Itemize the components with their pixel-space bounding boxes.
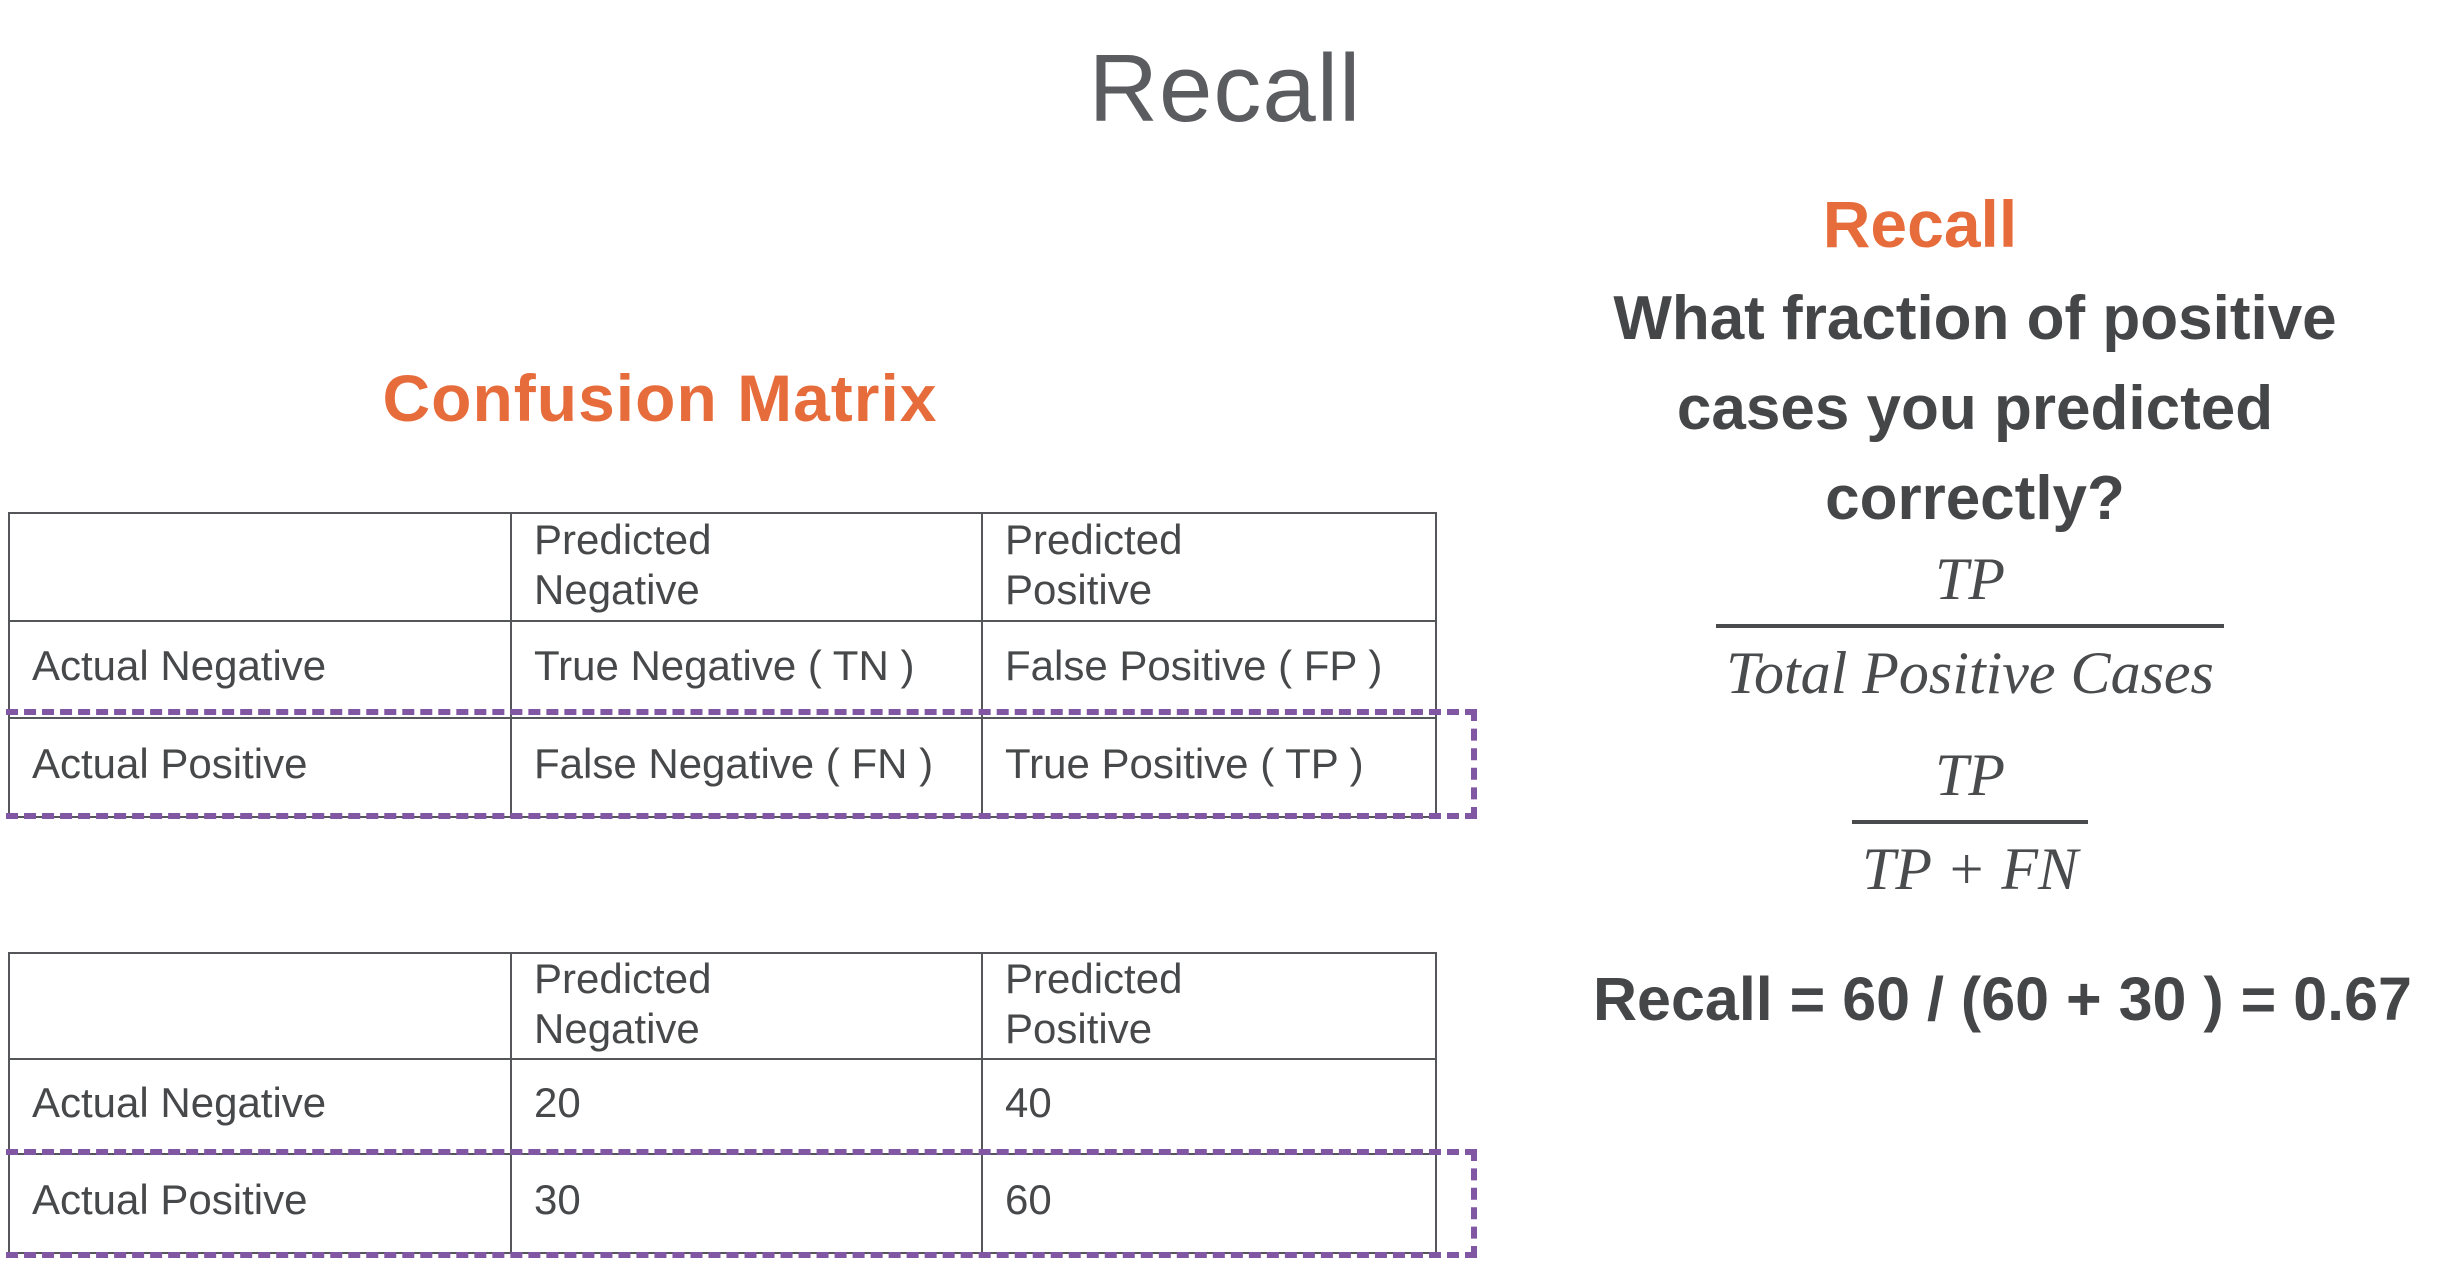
table-row-actual-negative: Actual Negative True Negative ( TN ) Fal…	[8, 620, 1437, 719]
confusion-matrix-label-table: Predicted Negative Predicted Positive Ac…	[8, 512, 1437, 818]
table-header-cell-predicted-negative: Predicted Negative	[510, 512, 983, 622]
recall-formula-verbal: TP Total Positive Cases	[1565, 546, 2375, 706]
recall-heading: Recall	[1822, 187, 2018, 261]
table-header-row: Predicted Negative Predicted Positive	[8, 952, 1437, 1060]
formula-numerator: TP	[1934, 742, 2006, 808]
row-label-actual-negative: Actual Negative	[8, 1058, 512, 1155]
table-row-actual-negative: Actual Negative 20 40	[8, 1058, 1437, 1155]
table-header-cell-predicted-positive: Predicted Positive	[981, 512, 1437, 622]
row-label-actual-positive: Actual Positive	[8, 1153, 512, 1254]
cell-true-positive: True Positive ( TP )	[981, 717, 1437, 818]
cell-tn-value: 20	[510, 1058, 983, 1155]
cell-true-negative: True Negative ( TN )	[510, 620, 983, 719]
recall-formula-symbolic: TP TP + FN	[1565, 742, 2375, 902]
recall-row-highlight-box	[0, 1149, 1477, 1258]
confusion-matrix-heading: Confusion Matrix	[382, 361, 938, 435]
cell-false-negative: False Negative ( FN )	[510, 717, 983, 818]
cell-false-positive: False Positive ( FP )	[981, 620, 1437, 719]
table-row-actual-positive: Actual Positive False Negative ( FN ) Tr…	[8, 717, 1437, 818]
recall-row-highlight-box	[0, 709, 1477, 819]
table-header-row: Predicted Negative Predicted Positive	[8, 512, 1437, 622]
table-header-cell-predicted-negative: Predicted Negative	[510, 952, 983, 1060]
cell-fn-value: 30	[510, 1153, 983, 1254]
formula-denominator: TP + FN	[1851, 820, 2089, 902]
formula-numerator: TP	[1934, 546, 2005, 612]
formula-denominator: Total Positive Cases	[1716, 624, 2224, 706]
table-header-cell-predicted-positive: Predicted Positive	[981, 952, 1437, 1060]
row-label-actual-negative: Actual Negative	[8, 620, 512, 719]
cell-fp-value: 40	[981, 1058, 1437, 1155]
recall-question: What fraction of positive cases you pred…	[1613, 284, 2337, 533]
slide-title: Recall	[1088, 35, 1362, 142]
confusion-matrix-value-table: Predicted Negative Predicted Positive Ac…	[8, 952, 1437, 1254]
recall-calculation: Recall = 60 / (60 + 30 ) = 0.67	[1593, 965, 2412, 1033]
row-label-actual-positive: Actual Positive	[8, 717, 512, 818]
table-header-cell-blank	[8, 512, 512, 622]
table-header-cell-blank	[8, 952, 512, 1060]
table-row-actual-positive: Actual Positive 30 60	[8, 1153, 1437, 1254]
